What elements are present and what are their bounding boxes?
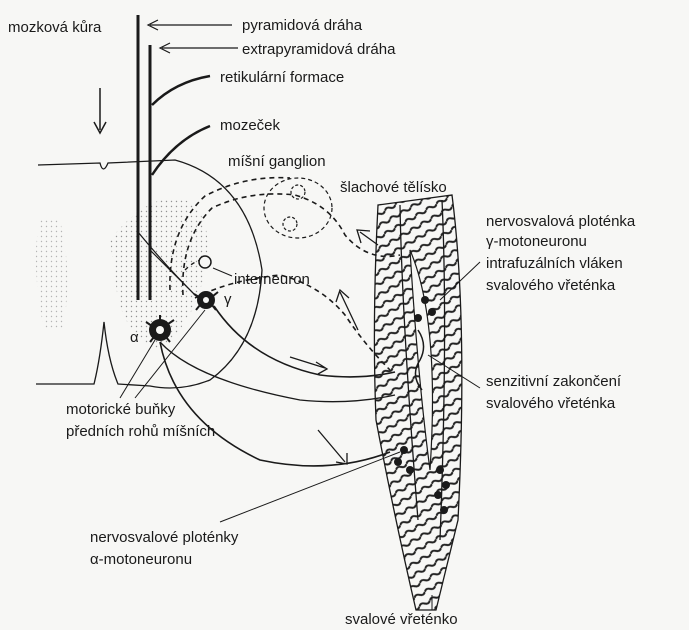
label-tendon-organ: šlachové tělísko: [340, 179, 447, 196]
tract-pointer-arrows: [148, 20, 238, 53]
direction-arrows: [290, 230, 378, 464]
label-gamma: γ: [224, 291, 232, 308]
muscle-column: [374, 195, 461, 610]
label-cortex: mozková kůra: [8, 19, 102, 36]
label-sensory-ending-2: svalového vřeténka: [486, 395, 616, 412]
label-sensory-ending-1: senzitivní zakončení: [486, 373, 622, 390]
label-pyramidal-tract: pyramidová dráha: [242, 17, 363, 34]
label-extrapyramidal-tract: extrapyramidová dráha: [242, 41, 396, 58]
label-motor-cells-2: předních rohů míšních: [66, 423, 215, 440]
label-interneuron: interneuron: [234, 271, 310, 288]
labels: mozková kůra pyramidová dráha extrapyram…: [8, 17, 636, 628]
label-cerebellum: mozeček: [220, 117, 281, 134]
descending-arrow: [94, 88, 106, 133]
efferent-fibres: [160, 306, 395, 466]
label-nmj-gamma-4: svalového vřeténka: [486, 277, 616, 294]
label-spinal-ganglion: míšní ganglion: [228, 153, 326, 170]
label-nmj-gamma-1: nervosvalová ploténka: [486, 213, 636, 230]
label-nmj-gamma-3: intrafuzálních vláken: [486, 255, 623, 272]
label-motor-cells-1: motorické buňky: [66, 401, 176, 418]
label-nmj-alpha-2: α-motoneuronu: [90, 551, 192, 568]
label-muscle-spindle: svalové vřeténko: [345, 611, 458, 628]
label-nmj-alpha-1: nervosvalové ploténky: [90, 529, 239, 546]
label-alpha: α: [130, 329, 139, 346]
label-nmj-gamma-2: γ-motoneuronu: [486, 233, 587, 250]
label-reticular-formation: retikulární formace: [220, 69, 344, 86]
